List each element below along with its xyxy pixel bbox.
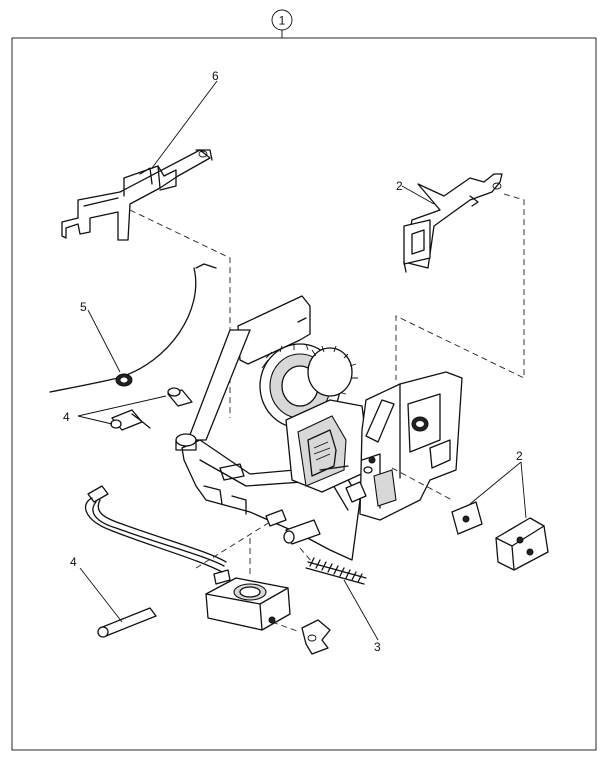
callout-4b: 4	[70, 555, 77, 569]
part-actuator-arm	[403, 173, 503, 273]
alignment-box	[395, 193, 525, 380]
leader-4a-2	[77, 415, 113, 425]
leader-2a	[401, 185, 435, 205]
callout-2b: 2	[516, 449, 523, 463]
callout-3: 3	[374, 640, 381, 654]
frame-border	[11, 37, 597, 751]
curved-wire	[49, 267, 197, 393]
wire-hook	[195, 263, 217, 269]
alignment-line	[129, 209, 231, 418]
leader-4b	[79, 567, 123, 623]
leader-5	[87, 309, 121, 373]
leader-3	[343, 579, 379, 641]
callout-5: 5	[80, 300, 87, 314]
callout-4a: 4	[63, 410, 70, 424]
part-long-pin	[97, 607, 157, 638]
part-small-pin-upper	[167, 387, 193, 407]
assembly-ref-number: 1	[279, 14, 286, 28]
part-sensor-block	[205, 569, 291, 631]
callout-6: 6	[212, 69, 219, 83]
part-cable-harness	[84, 485, 227, 573]
alignment-line-right	[391, 467, 453, 501]
part-thumb-nut	[301, 619, 331, 655]
assembly-ref-circle	[271, 9, 293, 31]
leader-2b-2	[520, 461, 527, 519]
leader-4a-1	[77, 395, 167, 417]
part-lever-bracket	[61, 149, 213, 241]
part-guide-block	[495, 517, 549, 571]
callout-2a: 2	[396, 179, 403, 193]
alignment-line-nut	[271, 621, 301, 633]
part-mounting-plate	[451, 501, 483, 535]
leader-2b-1	[469, 461, 522, 505]
part-coil-spring	[305, 557, 367, 585]
leader-6	[151, 80, 218, 169]
alignment-line-harness	[195, 521, 271, 569]
part-main-frame	[175, 295, 463, 561]
part-small-pin-lower	[110, 409, 151, 431]
part-spring-washer	[115, 373, 133, 387]
alignment-line-spring	[299, 547, 313, 563]
